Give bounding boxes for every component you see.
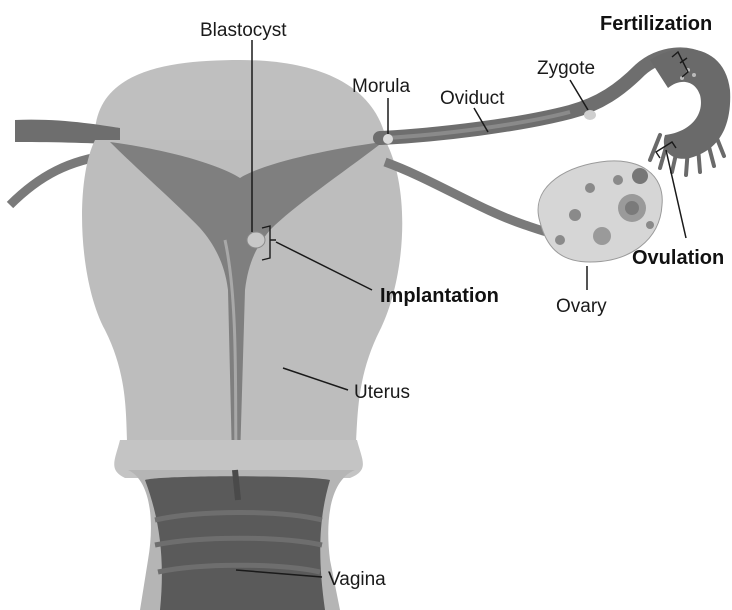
ovulation-label: Ovulation: [632, 247, 724, 269]
ovary-label: Ovary: [556, 296, 607, 317]
ovarian-ligament: [385, 162, 550, 232]
implanted-blastocyst: [247, 232, 265, 248]
morula-label: Morula: [352, 76, 411, 97]
oviduct-label: Oviduct: [440, 88, 505, 109]
blastocyst-label: Blastocyst: [200, 20, 287, 41]
cervical-canal: [235, 470, 238, 500]
fertilization-label: Fertilization: [600, 13, 712, 35]
vagina-label: Vagina: [328, 569, 386, 590]
uterus-label: Uterus: [354, 382, 410, 403]
implantation-label: Implantation: [380, 285, 499, 307]
morula-marker: [383, 134, 393, 144]
zygote-label: Zygote: [537, 58, 595, 79]
zygote-marker: [584, 110, 596, 120]
